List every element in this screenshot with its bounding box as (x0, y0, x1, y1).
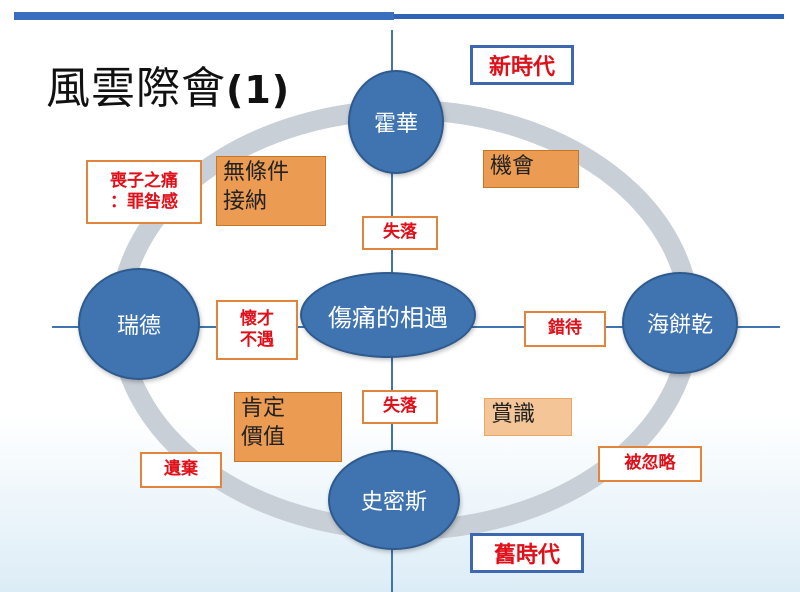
node-right-label: 海餅乾 (647, 307, 713, 339)
node-left: 瑞德 (78, 268, 200, 380)
label-ignored-text: 被忽略 (625, 453, 676, 474)
label-affirm-value: 肯定 價值 (234, 392, 342, 462)
label-lost-top-text: 失落 (383, 222, 417, 243)
label-old-era-text: 舊時代 (494, 537, 560, 569)
node-bottom-label: 史密斯 (361, 484, 427, 516)
node-top-label: 霍華 (374, 106, 418, 138)
label-abandoned-text: 遺棄 (164, 459, 198, 480)
label-lost-bottom: 失落 (362, 390, 438, 424)
label-mistreated-text: 錯待 (548, 318, 582, 339)
label-affirm-value-text: 肯定 價值 (241, 396, 285, 450)
node-left-label: 瑞德 (117, 308, 161, 340)
node-center-label: 傷痛的相遇 (328, 298, 448, 333)
label-loss-of-son: 喪子之痛 ：罪咎感 (86, 160, 202, 224)
label-unrecognized-text: 懷才 不遇 (240, 309, 274, 352)
label-appreciation-text: 賞識 (491, 402, 535, 427)
label-unconditional-acceptance-text: 無條件 接納 (223, 160, 289, 214)
title-text: 風雲際會 (46, 63, 226, 114)
label-opportunity: 機會 (483, 150, 579, 188)
label-opportunity-text: 機會 (490, 154, 534, 179)
label-new-era: 新時代 (470, 45, 574, 85)
label-abandoned: 遺棄 (140, 452, 222, 488)
label-unconditional-acceptance: 無條件 接納 (216, 156, 326, 226)
label-new-era-text: 新時代 (489, 49, 555, 81)
label-ignored: 被忽略 (598, 446, 702, 482)
label-mistreated: 錯待 (524, 311, 606, 347)
node-center: 傷痛的相遇 (300, 272, 476, 358)
page-title: 風雲際會(1) (46, 52, 290, 116)
label-lost-top: 失落 (362, 216, 438, 250)
node-top: 霍華 (348, 70, 444, 174)
title-number: (1) (226, 68, 290, 112)
node-right: 海餅乾 (622, 272, 738, 374)
label-lost-bottom-text: 失落 (383, 396, 417, 417)
label-unrecognized: 懷才 不遇 (216, 300, 298, 360)
node-bottom: 史密斯 (328, 450, 460, 550)
label-loss-of-son-text: 喪子之痛 ：罪咎感 (110, 171, 178, 214)
label-old-era: 舊時代 (470, 533, 584, 573)
label-appreciation: 賞識 (484, 398, 572, 436)
